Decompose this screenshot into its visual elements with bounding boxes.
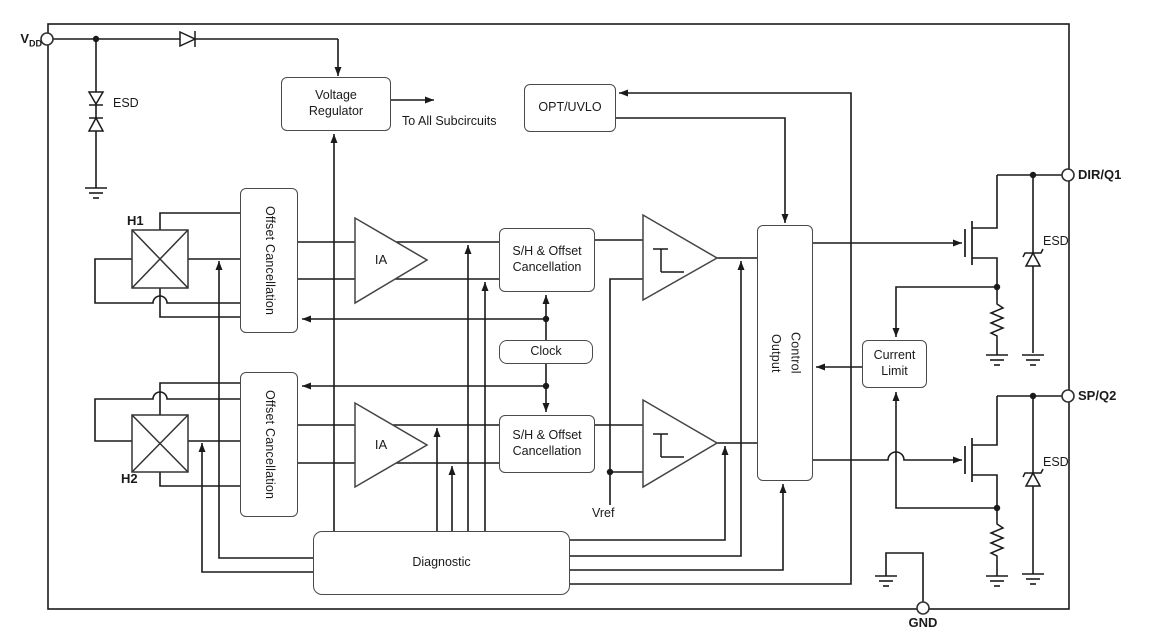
dir-q1-terminal-icon <box>1061 168 1075 182</box>
ground-internal-icon <box>874 575 898 587</box>
block-sh-offset-1: S/H & Offset Cancellation <box>499 228 595 292</box>
wire-vdd-rail <box>53 38 342 76</box>
vdd-sub-text: DD <box>29 38 42 49</box>
wire-opt-to-output-control <box>616 117 789 223</box>
ia2-amplifier-icon <box>354 401 429 489</box>
wire-h2 <box>94 382 240 487</box>
ia2-label: IA <box>374 436 388 452</box>
dir-q1-terminal-label: DIR/Q1 <box>1078 167 1122 182</box>
comparator2-icon <box>642 398 719 489</box>
esd-zener-sp-icon <box>1022 468 1044 487</box>
clock-label: Clock <box>530 344 562 359</box>
wire-gate-drives <box>813 239 962 464</box>
block-diagnostic: Diagnostic <box>313 531 570 595</box>
block-output-control: Output Control <box>757 225 813 481</box>
current-limit-label: Current Limit <box>873 348 916 378</box>
esd-left-label: ESD <box>113 96 139 110</box>
block-voltage-regulator: Voltage Regulator <box>281 77 391 131</box>
wires <box>53 38 1062 602</box>
mosfet-sp-q2-icon <box>964 438 973 482</box>
wire-output-sp-q2 <box>972 395 1062 576</box>
resistor-dir-icon <box>990 299 1004 341</box>
offset-cancellation-2-label: Offset Cancellation <box>262 389 277 500</box>
block-sh-offset-2: S/H & Offset Cancellation <box>499 415 595 473</box>
sh-offset-2-label: S/H & Offset Cancellation <box>512 428 582 458</box>
gnd-terminal-icon <box>916 601 930 615</box>
vdd-terminal-label: VDD <box>8 31 42 49</box>
wire-h1 <box>94 212 240 318</box>
wire-gnd-pin <box>885 552 924 602</box>
hall-element-h1-icon <box>131 229 189 289</box>
wire-current-limit <box>816 286 997 509</box>
ia1-amplifier-icon <box>354 216 429 305</box>
output-control-label: Output Control <box>769 332 803 374</box>
chip-outline <box>47 23 1070 610</box>
esd-dir-label: ESD <box>1043 234 1069 248</box>
esd-diodes-left-icon <box>87 91 105 132</box>
wire-diagnostic-right <box>570 89 852 585</box>
ia1-label: IA <box>374 251 388 267</box>
voltage-regulator-label: Voltage Regulator <box>308 88 364 118</box>
wire-diagnostic-left <box>198 261 313 573</box>
hall-element-h2-icon <box>131 414 189 473</box>
wire-vref <box>609 278 643 505</box>
gnd-terminal-label: GND <box>908 615 938 630</box>
ground-esd-sp-icon <box>1021 573 1045 585</box>
terminals <box>40 32 1075 615</box>
sp-q2-terminal-icon <box>1061 389 1075 403</box>
esd-zener-dir-icon <box>1022 248 1044 267</box>
junction-dots <box>92 35 1037 512</box>
opt-uvlo-label: OPT/UVLO <box>538 100 602 115</box>
vref-label: Vref <box>592 506 615 520</box>
ground-esd-dir-icon <box>1021 354 1045 366</box>
block-offset-cancellation-2: Offset Cancellation <box>240 372 298 517</box>
wire-diagnostic-top <box>433 245 489 532</box>
wire-channel2 <box>298 424 757 464</box>
esd-sp-label: ESD <box>1043 455 1069 469</box>
resistor-sp-icon <box>990 519 1004 561</box>
vdd-main-text: V <box>20 31 29 46</box>
ground-res-sp-icon <box>985 575 1009 587</box>
ground-res-dir-icon <box>985 354 1009 366</box>
block-clock: Clock <box>499 340 593 364</box>
wire-output-dir-q1 <box>972 174 1062 355</box>
diagnostic-label: Diagnostic <box>412 555 471 570</box>
mosfet-dir-q1-icon <box>964 221 973 265</box>
to-all-subcircuits-label: To All Subcircuits <box>402 114 497 128</box>
sh-offset-1-label: S/H & Offset Cancellation <box>512 244 582 274</box>
sp-q2-terminal-label: SP/Q2 <box>1078 388 1117 403</box>
ground-esd-left-icon <box>84 187 108 199</box>
h2-label: H2 <box>121 471 138 486</box>
block-opt-uvlo: OPT/UVLO <box>524 84 616 132</box>
vdd-terminal-icon <box>40 32 54 46</box>
offset-cancellation-1-label: Offset Cancellation <box>262 205 277 316</box>
wire-channel1 <box>298 239 757 280</box>
comparator1-icon <box>642 213 719 302</box>
h1-label: H1 <box>127 213 144 228</box>
diode-vdd-icon <box>179 30 197 48</box>
block-offset-cancellation-1: Offset Cancellation <box>240 188 298 333</box>
block-current-limit: Current Limit <box>862 340 927 388</box>
